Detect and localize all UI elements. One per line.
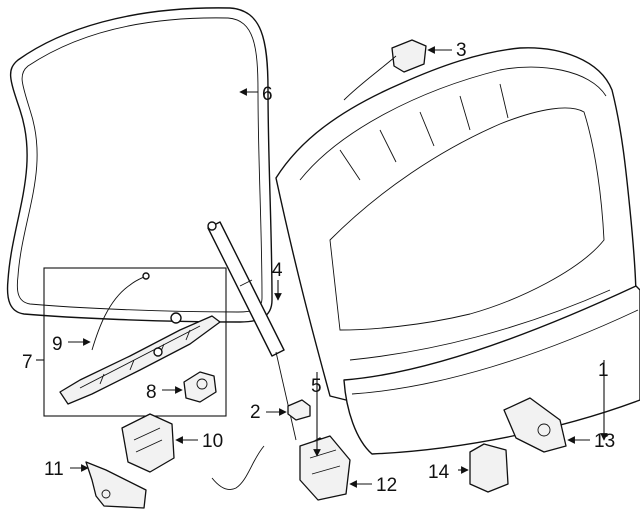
lift-strut-part-4 <box>207 221 297 441</box>
cable-part-9 <box>91 272 150 351</box>
sensor-part-2 <box>287 399 311 421</box>
callout-3: 3 <box>456 40 467 61</box>
callout-7: 7 <box>22 352 33 373</box>
callout-9: 9 <box>52 334 63 355</box>
callout-8: 8 <box>146 382 157 403</box>
callout-13: 13 <box>594 431 615 452</box>
callout-2: 2 <box>250 402 261 423</box>
liftgate-frame-part-1 <box>275 47 637 405</box>
bracket-part-11 <box>85 461 147 509</box>
hinge-part-3 <box>343 39 427 101</box>
callout-4: 4 <box>272 260 283 281</box>
callout-1: 1 <box>598 360 609 381</box>
latch-part-12 <box>211 435 351 501</box>
glass-seal-part <box>6 7 273 323</box>
switch-part-8 <box>183 371 217 403</box>
callout-12: 12 <box>376 475 397 496</box>
handle-strip-part-7 <box>59 312 221 405</box>
latch-assembly-part-13 <box>503 397 567 453</box>
liftgate-lower-panel <box>343 285 640 455</box>
callout-10: 10 <box>202 431 223 452</box>
leader-lines <box>36 46 608 488</box>
callout-11: 11 <box>44 459 64 480</box>
group-box-7 <box>43 267 227 417</box>
callout-5: 5 <box>311 376 322 397</box>
callout-6: 6 <box>262 84 273 105</box>
latch-motor-part-10 <box>121 413 175 473</box>
callout-14: 14 <box>428 462 450 483</box>
block-part-14 <box>469 443 509 493</box>
